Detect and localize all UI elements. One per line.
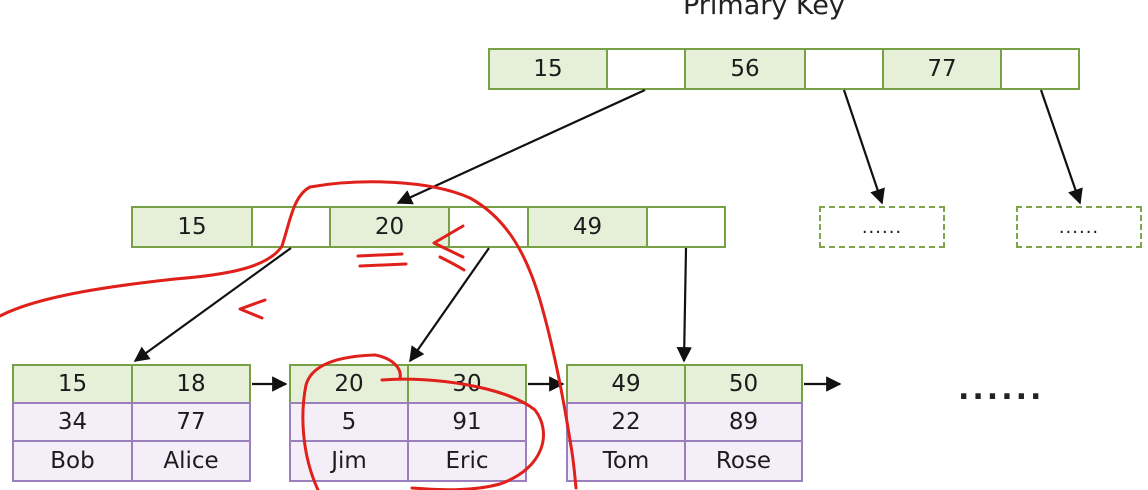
annotation-equals-top [356, 252, 404, 258]
arrow-root-to-placeholder-2 [1039, 89, 1083, 205]
internal-key-1: 15 [131, 206, 253, 248]
placeholder-node-1: ...... [819, 206, 945, 248]
leaf-1-name-1: Bob [12, 440, 133, 482]
leaf-2-name-2: Eric [407, 440, 527, 482]
placeholder-node-2: ...... [1016, 206, 1142, 248]
annotation-less-than-right [432, 224, 465, 259]
internal-pointer-3 [646, 206, 726, 248]
internal-key-3: 49 [527, 206, 648, 248]
leaf-3-name-2: Rose [684, 440, 803, 482]
arrow-internal-to-leaf-1 [133, 247, 292, 362]
leaf-3-name-1: Tom [566, 440, 686, 482]
arrow-internal-to-leaf-3 [676, 247, 692, 363]
diagram-title: Primary Key [683, 0, 845, 21]
root-key-2: 56 [684, 48, 806, 90]
leaf-3-age-1: 22 [566, 402, 686, 442]
leaf-3-key-2: 50 [684, 364, 803, 404]
annotation-circle-hook [373, 353, 402, 380]
annotation-less-than-left [238, 298, 267, 320]
annotation-boundary-curve [0, 180, 578, 490]
root-pointer-3 [1000, 48, 1080, 90]
annotation-equals-bottom [358, 262, 408, 268]
arrow-root-to-placeholder-1 [842, 89, 885, 205]
arrow-internal-to-leaf-2 [409, 247, 490, 363]
leaf-2-age-2: 91 [407, 402, 527, 442]
annotation-circle-left [301, 353, 377, 490]
leaf-1-name-2: Alice [131, 440, 251, 482]
internal-key-2: 20 [329, 206, 450, 248]
more-leaves-ellipsis: ...... [958, 372, 1045, 407]
leaf-3-age-2: 89 [684, 402, 803, 442]
annotation-mark-small [438, 255, 466, 272]
arrow-root-to-internal [396, 88, 646, 205]
annotation-circle-right [380, 377, 545, 490]
root-key-3: 77 [882, 48, 1002, 90]
